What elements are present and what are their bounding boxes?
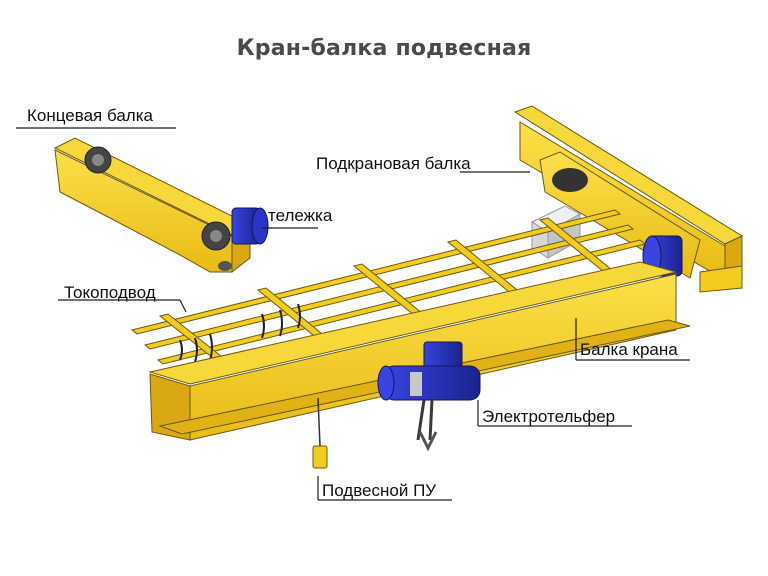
end-beam [53,137,252,274]
label-power-supply: Токоподвод [64,283,156,302]
electric-hoist [377,341,481,452]
power-supply-rails [130,209,647,371]
trolley-motor [231,207,269,245]
pendant-control [312,397,328,469]
label-end-beam: Концевая балка [27,106,153,125]
page-title: Кран-балка подвесная [236,36,532,61]
leader-lines [16,127,690,501]
label-pendant: Подвесной ПУ [322,481,437,500]
label-trolley: тележка [268,206,333,225]
label-runway-beam: Подкрановая балка [316,154,471,173]
label-hoist: Электротельфер [482,407,616,426]
label-crane-beam: Балка крана [580,340,678,359]
